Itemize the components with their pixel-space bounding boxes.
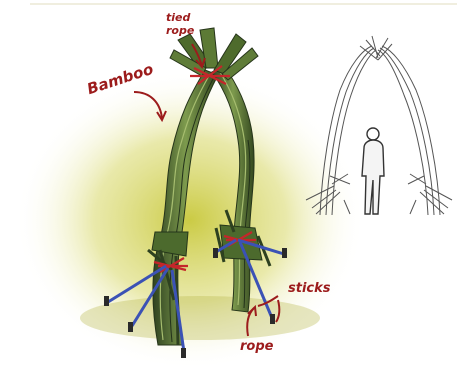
ground-shadow — [80, 296, 320, 340]
rope-label: rope — [240, 340, 273, 353]
tied-rope-label-line1: tied — [166, 12, 190, 23]
sticks-label: sticks — [288, 282, 331, 295]
tied-rope-label-line2: rope — [166, 25, 194, 36]
arch-with-person-sketch — [306, 36, 452, 215]
